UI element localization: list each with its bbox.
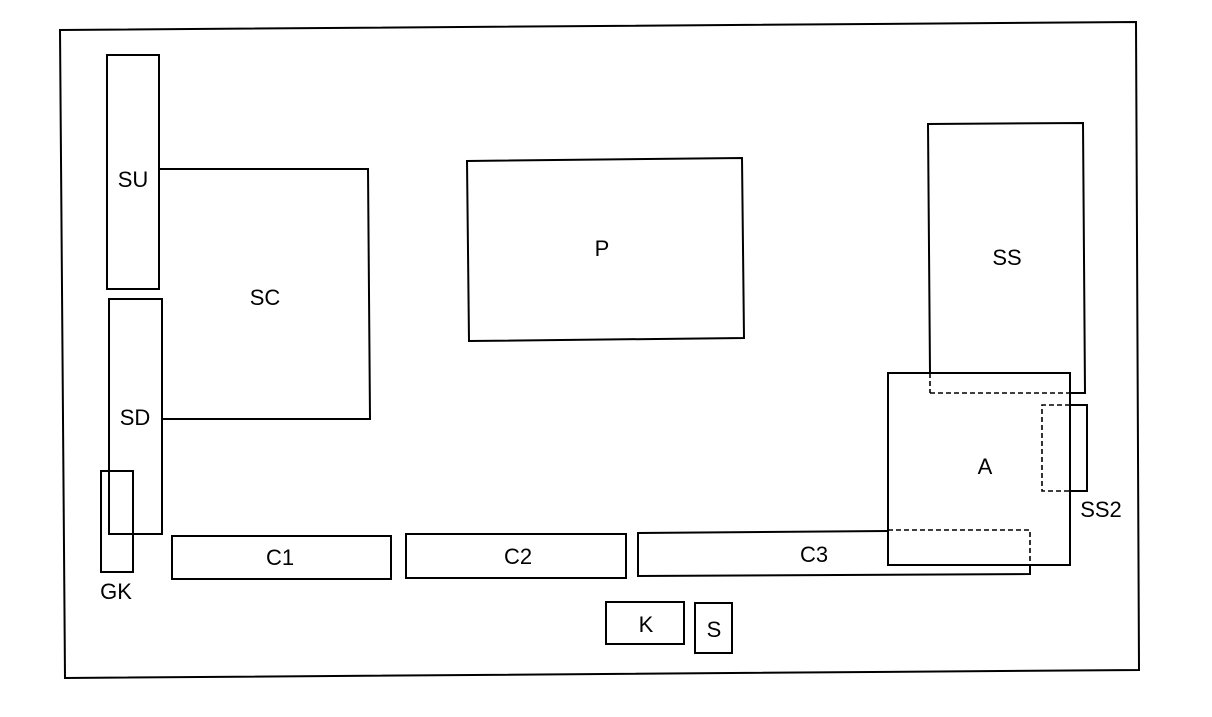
box-p (465, 156, 746, 343)
box-sd (108, 298, 163, 535)
box-c1 (171, 535, 392, 580)
label-ss: SS (992, 245, 1021, 270)
label-k: K (639, 612, 654, 637)
label-c3: C3 (800, 542, 828, 567)
box-c2 (405, 533, 627, 579)
ss2-dashed (1041, 404, 1070, 492)
box-ss2 (1070, 404, 1088, 492)
label-sc: SC (250, 285, 281, 310)
label-a: A (978, 454, 993, 479)
box-sc (160, 168, 372, 420)
label-su: SU (118, 167, 149, 192)
label-s: S (707, 617, 722, 642)
label-gk: GK (100, 579, 132, 604)
label-ss2: SS2 (1080, 497, 1122, 522)
outer-border (58, 20, 1141, 680)
box-su (106, 54, 160, 290)
box-c3 (637, 530, 1031, 578)
box-ss (926, 121, 1087, 394)
label-c1: C1 (266, 545, 294, 570)
box-k (605, 601, 685, 645)
c3-dashed (888, 529, 1031, 565)
label-c2: C2 (504, 544, 532, 569)
box-s (694, 602, 733, 654)
box-a (887, 372, 1071, 566)
label-p: P (595, 236, 610, 261)
box-gk (100, 470, 134, 573)
label-sd: SD (120, 405, 151, 430)
